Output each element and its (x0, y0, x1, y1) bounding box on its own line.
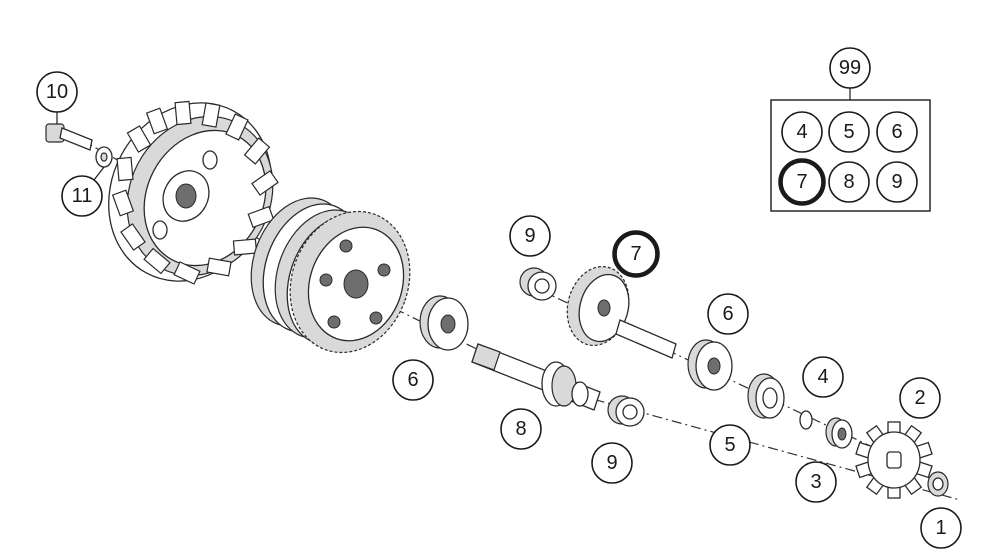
svg-text:4: 4 (817, 366, 828, 388)
kit-item-6[interactable]: 6 (876, 111, 918, 153)
svg-text:9: 9 (891, 171, 902, 193)
highlight-ring (612, 230, 660, 278)
callout-9-bottom[interactable]: 9 (591, 442, 633, 484)
svg-text:9: 9 (606, 452, 617, 474)
kit-callout-99[interactable]: 99 (829, 47, 871, 89)
callout-2[interactable]: 2 (899, 377, 941, 419)
part-bolt (45, 123, 93, 151)
kit-item-5[interactable]: 5 (828, 111, 870, 153)
part-sprocket (855, 421, 933, 499)
callout-4[interactable]: 4 (802, 356, 844, 398)
part-gear-shaft (566, 265, 677, 359)
part-bushing-top (519, 267, 557, 301)
svg-text:4: 4 (796, 121, 807, 143)
kit-item-7[interactable]: 7 (778, 158, 826, 206)
svg-text:8: 8 (843, 171, 854, 193)
svg-text:11: 11 (72, 185, 93, 207)
callout-10[interactable]: 10 (36, 71, 78, 113)
kit-box: 99 4 5 6 7 8 9 (770, 47, 931, 212)
callout-5[interactable]: 5 (709, 424, 751, 466)
svg-text:5: 5 (843, 121, 854, 143)
kit-item-9[interactable]: 9 (876, 161, 918, 203)
svg-text:10: 10 (46, 81, 68, 103)
svg-text:2: 2 (914, 387, 925, 409)
kit-item-8[interactable]: 8 (828, 161, 870, 203)
callout-11[interactable]: 11 (61, 175, 103, 217)
part-seal (747, 373, 785, 419)
svg-text:9: 9 (524, 225, 535, 247)
highlight-ring (778, 158, 826, 206)
part-washer (95, 146, 113, 168)
callout-7[interactable]: 7 (612, 230, 660, 278)
part-spacer (825, 417, 853, 449)
svg-text:6: 6 (407, 369, 418, 391)
part-bearing-left (419, 295, 469, 351)
svg-text:7: 7 (630, 243, 641, 265)
callout-8[interactable]: 8 (500, 408, 542, 450)
svg-text:1: 1 (935, 517, 946, 539)
kit-item-4[interactable]: 4 (781, 111, 823, 153)
svg-text:6: 6 (891, 121, 902, 143)
callout-6-left[interactable]: 6 (392, 359, 434, 401)
svg-text:7: 7 (796, 171, 807, 193)
svg-text:3: 3 (810, 471, 821, 493)
svg-text:8: 8 (515, 418, 526, 440)
callout-9-top[interactable]: 9 (509, 215, 551, 257)
svg-text:6: 6 (722, 303, 733, 325)
part-clutch-pack (250, 197, 411, 354)
callout-6-right[interactable]: 6 (707, 293, 749, 335)
callout-1[interactable]: 1 (920, 507, 962, 549)
part-clutch-basket (108, 100, 279, 285)
svg-text:99: 99 (839, 57, 861, 79)
part-bearing-right (687, 339, 733, 391)
part-nut (927, 471, 949, 497)
leader-lines (56, 88, 851, 181)
callout-3[interactable]: 3 (795, 461, 837, 503)
part-bushing-bottom (607, 395, 645, 427)
part-shaft-gear (471, 343, 601, 411)
part-o-ring (799, 410, 813, 430)
svg-text:5: 5 (724, 434, 735, 456)
